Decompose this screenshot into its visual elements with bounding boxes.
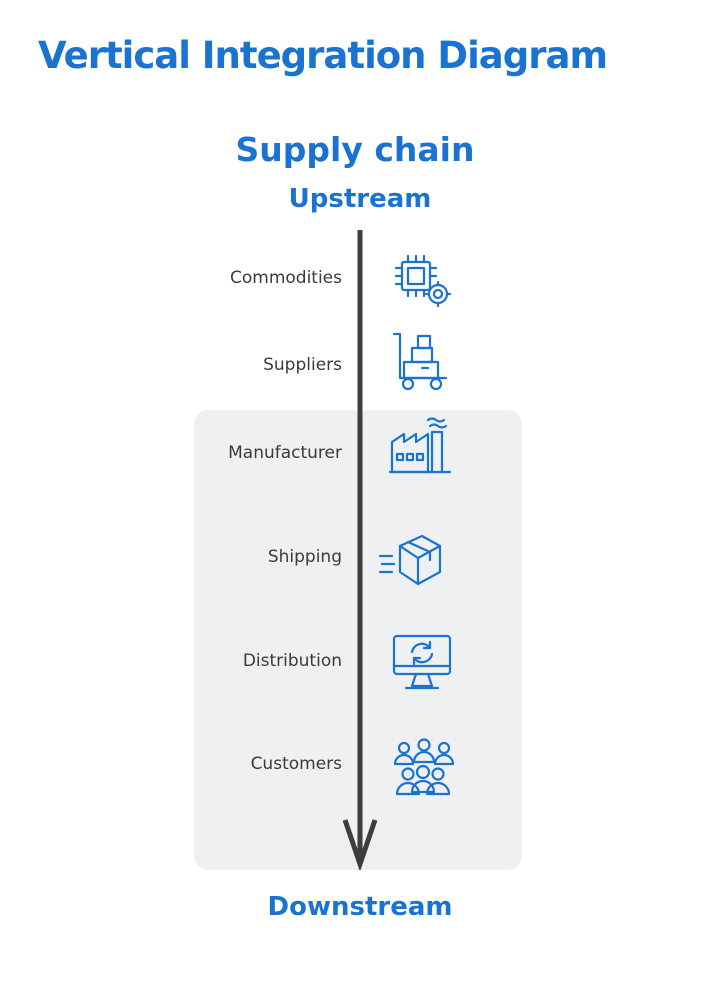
factory-icon (388, 414, 452, 478)
downstream-label: Downstream (267, 892, 453, 922)
monitor-sync-icon (390, 630, 454, 694)
supply-chain-heading: Supply chain (235, 130, 475, 169)
stage-label-shipping: Shipping (267, 547, 342, 567)
stage-label-distribution: Distribution (242, 651, 342, 671)
hand-truck-icon (388, 330, 452, 394)
flow-arrow (342, 230, 378, 870)
stage-label-suppliers: Suppliers (263, 355, 342, 375)
shipping-box-icon (378, 526, 442, 590)
stage-label-manufacturer: Manufacturer (228, 443, 342, 463)
page-title: Vertical Integration Diagram (38, 34, 608, 77)
upstream-label: Upstream (288, 184, 432, 214)
stage-label-customers: Customers (250, 754, 342, 774)
stage-label-commodities: Commodities (229, 268, 342, 288)
chip-icon (390, 250, 454, 314)
people-group-icon (392, 736, 456, 800)
